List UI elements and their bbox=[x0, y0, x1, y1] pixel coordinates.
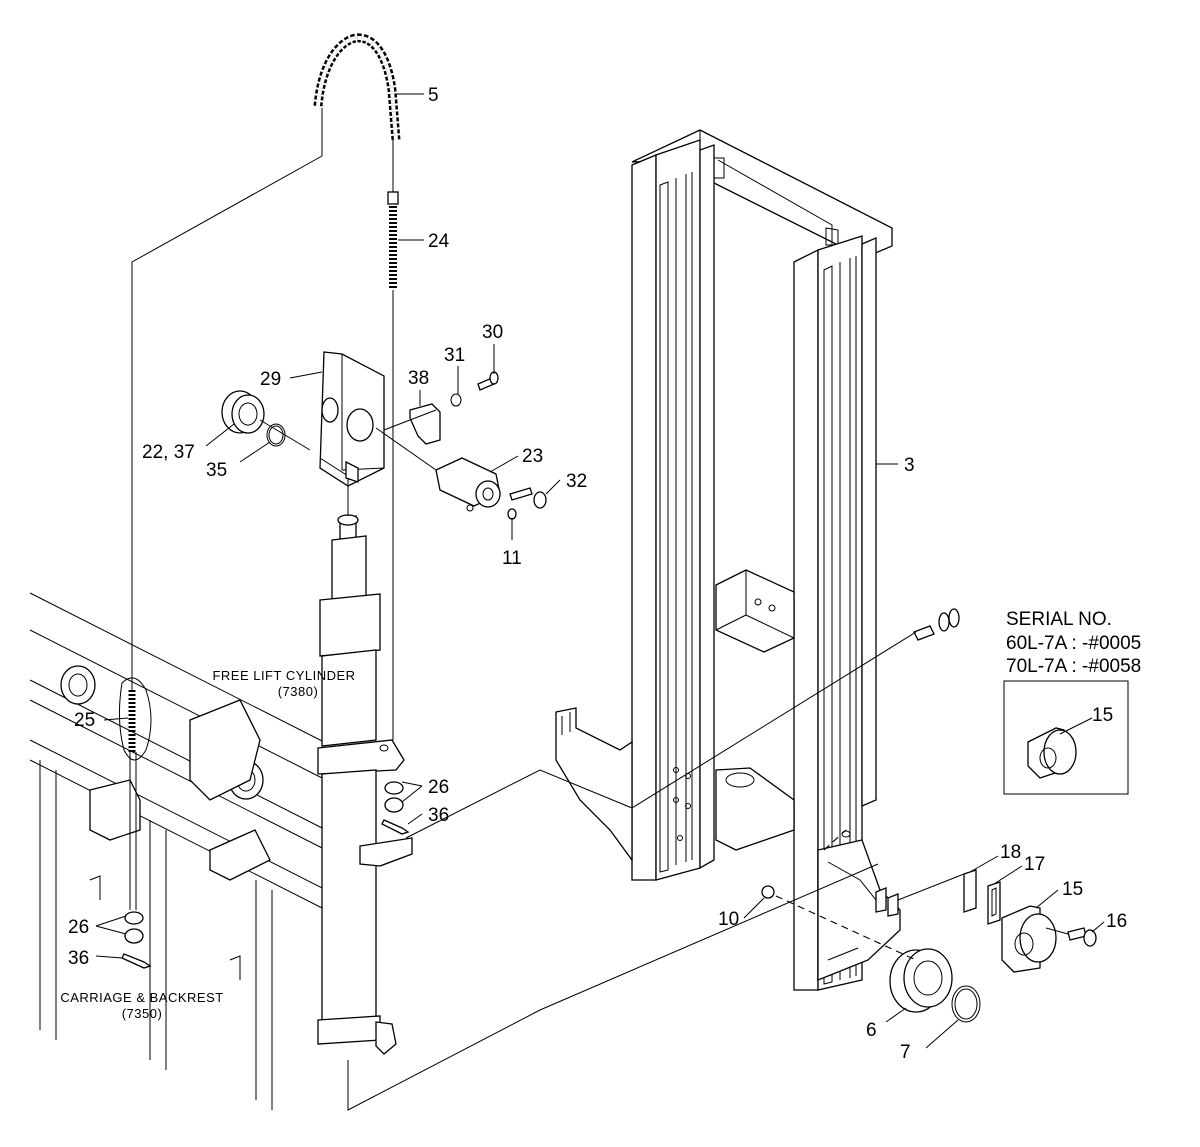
label-part-30: 30 bbox=[482, 322, 503, 343]
snap-ring-7 bbox=[951, 985, 981, 1023]
label-part-3: 3 bbox=[904, 455, 915, 476]
serial-line-60l: 60L-7A : -#0005 bbox=[1006, 633, 1141, 654]
label-part-25: 25 bbox=[74, 710, 95, 731]
sheave-pulley bbox=[221, 390, 265, 434]
label-part-26-carriage: 26 bbox=[68, 917, 89, 938]
bolt-10 bbox=[761, 885, 775, 899]
stud-25 bbox=[128, 690, 137, 910]
serial-heading: SERIAL NO. bbox=[1006, 609, 1112, 630]
label-part-26-cylinder: 26 bbox=[428, 777, 449, 798]
label-part-36-cylinder: 36 bbox=[428, 805, 449, 826]
label-part-7: 7 bbox=[900, 1042, 911, 1063]
label-part-23: 23 bbox=[522, 446, 543, 467]
nuts-26-cylinder bbox=[384, 781, 404, 813]
label-part-15-inset: 15 bbox=[1092, 705, 1113, 726]
label-part-29: 29 bbox=[260, 369, 281, 390]
carriage-backrest bbox=[29, 592, 331, 1110]
label-part-24: 24 bbox=[428, 231, 450, 252]
label-part-35: 35 bbox=[206, 460, 227, 481]
serial-inset bbox=[1003, 680, 1129, 795]
sheave-bracket bbox=[319, 351, 385, 487]
grease-nipple-11 bbox=[507, 508, 517, 520]
label-part-5: 5 bbox=[428, 85, 439, 106]
carriage-backrest-ref: (7350) bbox=[122, 1006, 163, 1021]
label-part-18: 18 bbox=[1000, 842, 1021, 863]
nuts-26-carriage bbox=[124, 911, 144, 944]
shim-18 bbox=[963, 869, 977, 913]
label-part-17: 17 bbox=[1024, 854, 1045, 875]
label-part-22-37: 22, 37 bbox=[142, 442, 195, 463]
label-part-6: 6 bbox=[866, 1020, 877, 1041]
label-part-31: 31 bbox=[444, 345, 465, 366]
mast-assembly bbox=[555, 129, 960, 991]
side-roller-15 bbox=[1001, 905, 1057, 973]
lift-chain bbox=[313, 33, 401, 141]
cotter-pin-36-cylinder bbox=[381, 819, 410, 835]
shim-17 bbox=[987, 881, 1001, 925]
sheave-shaft bbox=[435, 457, 501, 512]
bolt-30 bbox=[477, 371, 499, 391]
free-lift-cylinder-caption: FREE LIFT CYLINDER bbox=[212, 668, 355, 683]
lock-plate bbox=[409, 403, 441, 445]
cotter-pin-36-carriage bbox=[121, 953, 152, 969]
bolt-16 bbox=[1067, 927, 1097, 947]
leader-lines bbox=[95, 93, 1105, 1111]
label-part-38: 38 bbox=[408, 368, 429, 389]
bearing-6 bbox=[889, 948, 953, 1013]
free-lift-cylinder-ref: (7380) bbox=[278, 684, 319, 699]
carriage-backrest-caption: CARRIAGE & BACKREST bbox=[60, 990, 223, 1005]
free-lift-cylinder bbox=[317, 514, 413, 1055]
label-part-16: 16 bbox=[1106, 911, 1127, 932]
label-part-11: 11 bbox=[502, 548, 522, 569]
label-part-32: 32 bbox=[566, 471, 587, 492]
washer-31 bbox=[450, 393, 462, 407]
label-part-36-carriage: 36 bbox=[68, 948, 89, 969]
bolt-32 bbox=[509, 487, 547, 509]
anchor-bolt bbox=[387, 191, 399, 288]
serial-line-70l: 70L-7A : -#0058 bbox=[1006, 656, 1141, 677]
label-part-10: 10 bbox=[718, 909, 739, 930]
label-part-15: 15 bbox=[1062, 879, 1083, 900]
